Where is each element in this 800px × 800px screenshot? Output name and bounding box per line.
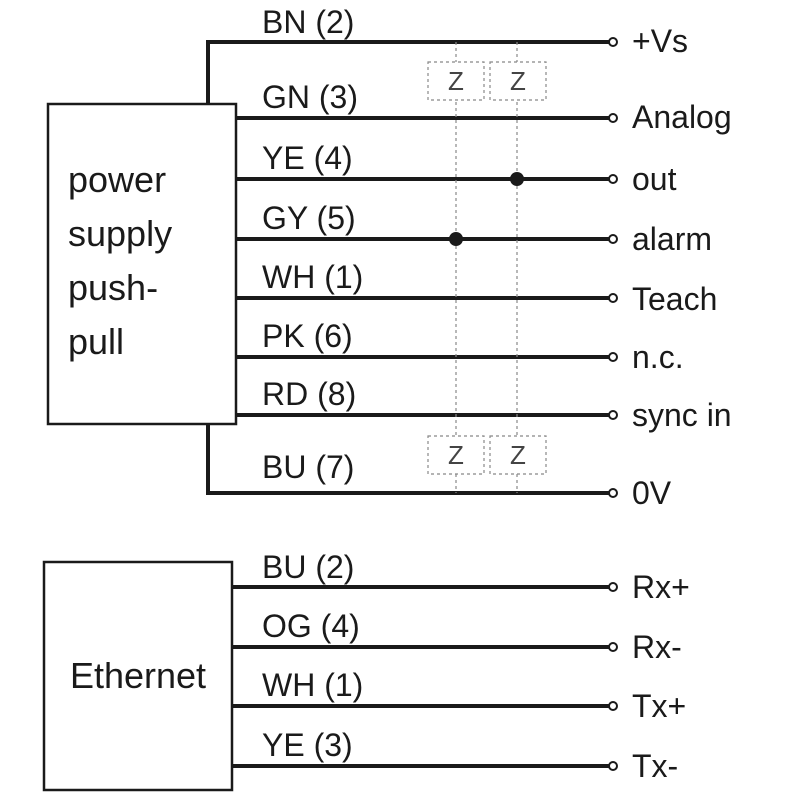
- terminal-analog: [608, 113, 618, 123]
- wire-label-ye: YE (4): [262, 140, 353, 176]
- terminal-nc: [608, 352, 618, 362]
- power-box-line-1: power: [68, 159, 166, 200]
- terminal-0v: [608, 488, 618, 498]
- power-supply-box: [46, 102, 238, 426]
- wire-label-gy: GY (5): [262, 200, 356, 236]
- zener-label-bottom-left: Z: [448, 440, 464, 470]
- zener-box-top-right: [489, 61, 547, 101]
- terminal-sync-in: [608, 410, 618, 420]
- power-box-line-2: supply: [68, 213, 172, 254]
- ethernet-box-label: Ethernet: [70, 655, 206, 696]
- zener-label-top-left: Z: [448, 66, 464, 96]
- zener-label-top-right: Z: [510, 66, 526, 96]
- signal-label-tx-plus: Tx+: [632, 688, 686, 724]
- wire-label-eth-wh: WH (1): [262, 667, 363, 703]
- wire-label-rd: RD (8): [262, 376, 356, 412]
- terminal-alarm: [608, 234, 618, 244]
- terminal-teach: [608, 293, 618, 303]
- wire-label-eth-ye: YE (3): [262, 727, 353, 763]
- signal-label-tx-minus: Tx-: [632, 748, 678, 784]
- ethernet-box: [42, 560, 234, 792]
- wire-bu: [206, 424, 610, 495]
- signal-label-vs: +Vs: [632, 23, 688, 59]
- zener-box-bottom-left: [427, 435, 485, 475]
- signal-label-alarm: alarm: [632, 221, 712, 257]
- junction-dot-alarm: [449, 232, 463, 246]
- zener-label-bottom-right: Z: [510, 440, 526, 470]
- terminal-vs: [608, 37, 618, 47]
- wire-label-pk: PK (6): [262, 318, 353, 354]
- wire-label-eth-og: OG (4): [262, 608, 360, 644]
- signal-label-rx-plus: Rx+: [632, 569, 690, 605]
- junction-dot-out: [510, 172, 524, 186]
- terminal-tx-plus: [608, 701, 618, 711]
- signal-label-rx-minus: Rx-: [632, 629, 682, 665]
- wire-label-wh: WH (1): [262, 259, 363, 295]
- signal-label-analog: Analog: [632, 99, 732, 135]
- terminal-rx-plus: [608, 582, 618, 592]
- signal-label-teach: Teach: [632, 281, 717, 317]
- zener-box-bottom-right: [489, 435, 547, 475]
- signal-label-out: out: [632, 161, 677, 197]
- wire-label-gn: GN (3): [262, 79, 358, 115]
- signal-label-nc: n.c.: [632, 339, 684, 375]
- wire-label-eth-bu: BU (2): [262, 549, 354, 585]
- zener-box-top-left: [427, 61, 485, 101]
- terminal-tx-minus: [608, 761, 618, 771]
- wire-label-bn: BN (2): [262, 4, 354, 40]
- terminal-rx-minus: [608, 642, 618, 652]
- terminal-out: [608, 174, 618, 184]
- power-box-line-3: push-: [68, 267, 158, 308]
- power-box-line-4: pull: [68, 321, 124, 362]
- signal-label-0v: 0V: [632, 475, 672, 511]
- signal-label-sync-in: sync in: [632, 397, 732, 433]
- wire-bn: [206, 40, 610, 104]
- wire-label-bu: BU (7): [262, 449, 354, 485]
